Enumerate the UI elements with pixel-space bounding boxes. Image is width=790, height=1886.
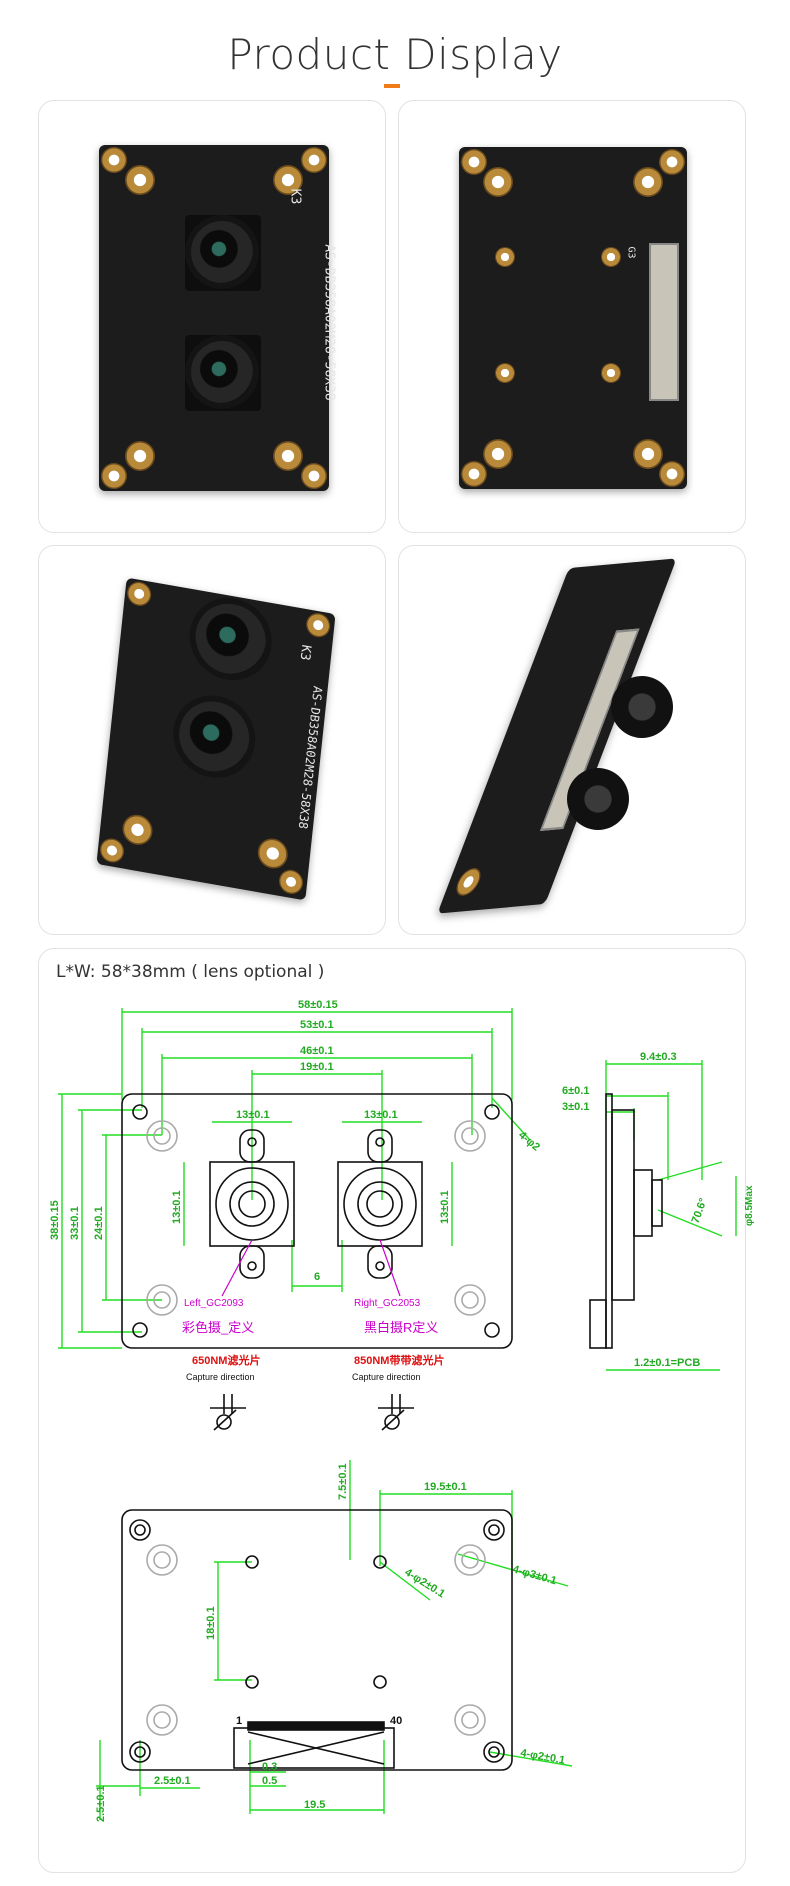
screw-hole [601,363,621,383]
pcb-model-silkscreen: AS-DB358A02M28-58X38 [321,244,337,401]
pcb-model-silkscreen: AS-DB358A02M28-58X38 [295,684,325,831]
mount-hole [277,867,305,896]
pcb-angled-photo: AS-DB358A02M28-58X38 K3 [96,577,336,901]
page-title: Product Display [227,30,563,79]
screw-hole [495,363,515,383]
camera-lens-left [192,598,270,680]
mount-hole [633,439,663,469]
camera-lens-right [175,696,253,778]
mount-hole [305,611,332,640]
camera-lens-barrel [567,768,629,830]
photo-card-front: AS-DB358A02M28-58X38 K3 [38,100,386,533]
screw-hole [495,247,515,267]
fpc-connector [649,243,679,401]
camera-lens-right [191,341,253,403]
screw-hole [601,247,621,267]
mount-hole [98,836,126,865]
mount-hole [659,149,685,175]
mount-hole [273,441,303,471]
mount-hole [483,167,513,197]
pcb-back-photo: G3 [459,147,687,489]
mount-hole [461,461,487,487]
mount-hole [101,463,127,489]
pcb-revision-silkscreen: K3 [296,643,314,662]
mount-hole [461,149,487,175]
photo-card-angled-front: AS-DB358A02M28-58X38 K3 [38,545,386,935]
pcb-revision-silkscreen: K3 [287,188,303,205]
camera-lens-barrel [611,676,673,738]
pcb-front-photo: AS-DB358A02M28-58X38 K3 [99,145,337,491]
camera-lens-left [191,221,253,283]
mount-hole [273,165,303,195]
mount-hole [125,441,155,471]
mount-hole [633,167,663,197]
size-label: L*W: 58*38mm ( lens optional ) [56,962,325,982]
mount-hole [125,165,155,195]
mount-hole [256,836,290,871]
mount-hole [659,461,685,487]
mount-hole [483,439,513,469]
dimensions-card [38,948,746,1873]
photo-card-back: G3 [398,100,746,533]
mount-hole [121,812,154,848]
mount-hole [452,867,485,897]
title-accent-bar [384,84,400,88]
mount-hole [301,147,327,173]
mount-hole [126,579,153,608]
pcb-mark-silkscreen: G3 [625,246,637,259]
mount-hole [101,147,127,173]
photo-card-angled-side [398,545,746,935]
mount-hole [301,463,327,489]
